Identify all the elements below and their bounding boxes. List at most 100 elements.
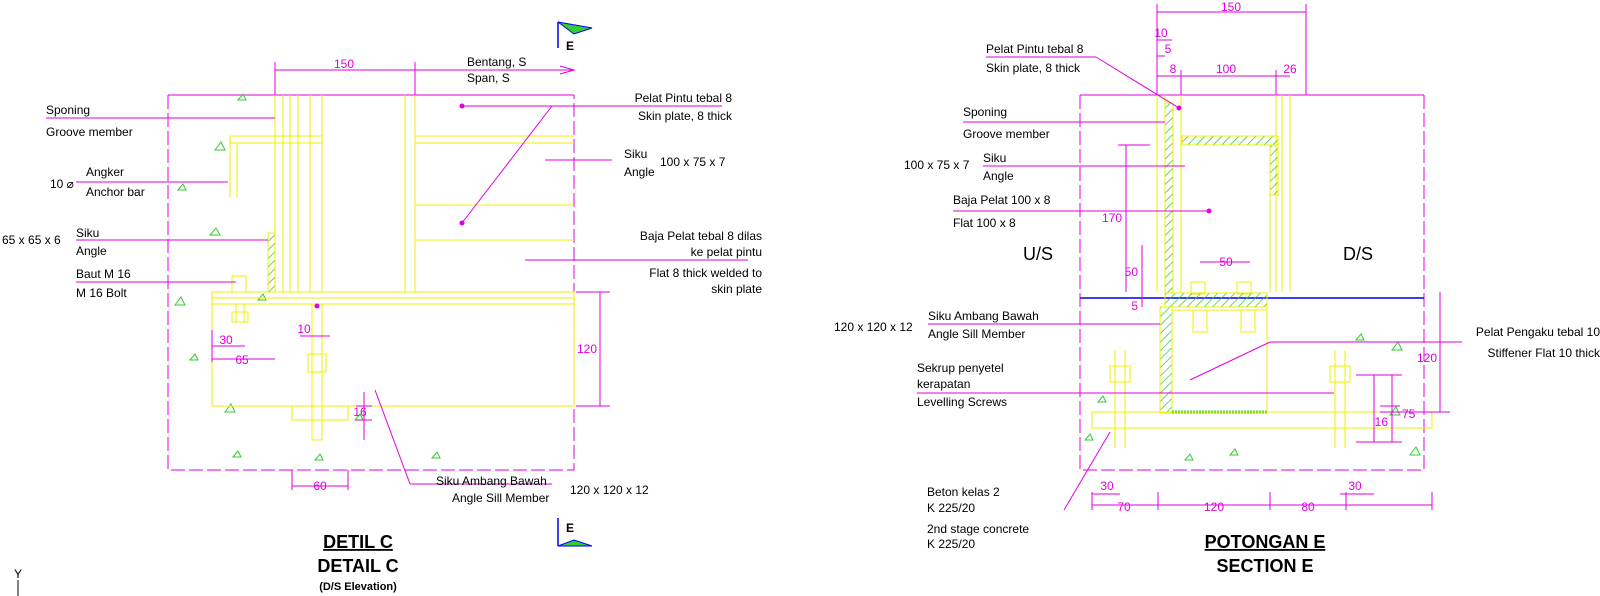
ucs-y-label: Y	[14, 567, 22, 581]
detail-c: 150 10 30 65 120 16 60 Bentang, S Span, …	[2, 55, 762, 593]
span-label-en: Span, S	[467, 71, 510, 85]
dim-70-e: 70	[1117, 500, 1131, 514]
concrete-aggregate	[174, 93, 441, 461]
sill-label-en-e: Angle Sill Member	[928, 327, 1025, 341]
section-marker-label-bottom: E	[566, 521, 574, 535]
flat-label-id1: Baja Pelat tebal 8 dilas	[640, 229, 762, 243]
upstream-label: U/S	[1023, 244, 1053, 264]
dimension-lines	[211, 62, 610, 490]
dim-16: 16	[353, 405, 367, 419]
dim-10: 10	[297, 322, 311, 336]
dim-150: 150	[334, 57, 354, 71]
stiffener-label-en: Stiffener Flat 10 thick	[1488, 346, 1600, 360]
section-e: 150 10 5 8 100 26 170 50 5 50 120 16 75 …	[834, 0, 1600, 576]
angle-label-id: Siku	[76, 226, 99, 240]
screw-label-id2: kerapatan	[917, 377, 970, 391]
section-marker-label-top: E	[566, 39, 574, 53]
flat-label-en2: skin plate	[711, 282, 762, 296]
dim-50v-e: 50	[1125, 265, 1139, 279]
sponing-label-en: Groove member	[46, 125, 133, 139]
dim-5v-e: 5	[1131, 299, 1138, 313]
dimension-lines-e	[1091, 4, 1450, 510]
dim-170-e: 170	[1102, 211, 1122, 225]
dim-8-e: 8	[1170, 62, 1177, 76]
sill-hatch	[1164, 292, 1268, 308]
flat-label-id-e: Baja Pelat 100 x 8	[953, 193, 1051, 207]
flat-label-id2: ke pelat pintu	[691, 245, 762, 259]
dim-50h-e: 50	[1219, 255, 1233, 269]
dim-30: 30	[219, 333, 233, 347]
dim-120b-e: 120	[1204, 500, 1224, 514]
sill-size: 120 x 120 x 12	[570, 483, 649, 497]
angle-label-en-e: Angle	[983, 169, 1014, 183]
bolt-label-id: Baut M 16	[76, 267, 131, 281]
detail-c-title-en: DETAIL C	[317, 556, 398, 576]
dim-120: 120	[577, 342, 597, 356]
anchor-label-id: Angker	[86, 165, 124, 179]
sill-leg-hatch	[1159, 306, 1173, 414]
m16-bolt	[231, 275, 327, 441]
dim-65: 65	[235, 353, 249, 367]
angle-leg-hatch	[1269, 144, 1279, 196]
siku2-size: 100 x 75 x 7	[660, 155, 726, 169]
angle-hatch	[1181, 135, 1279, 146]
dim-150-e: 150	[1221, 0, 1241, 14]
dim-30a-e: 30	[1100, 479, 1114, 493]
sill-label-en: Angle Sill Member	[452, 491, 549, 505]
dim-100-e: 100	[1216, 62, 1236, 76]
siku2-label-id: Siku	[624, 147, 647, 161]
anchor-label-en: Anchor bar	[86, 185, 145, 199]
anchor-qty: 10 ⌀	[50, 177, 74, 191]
dim-120v-e: 120	[1417, 351, 1437, 365]
dim-16-e: 16	[1375, 415, 1389, 429]
dim-26-e: 26	[1283, 62, 1297, 76]
angle-size: 65 x 65 x 6	[2, 233, 61, 247]
dim-75-e: 75	[1402, 407, 1416, 421]
dim-10-e: 10	[1154, 26, 1168, 40]
concrete-label-en1: 2nd stage concrete	[927, 522, 1029, 536]
section-e-title-id: POTONGAN E	[1205, 532, 1326, 552]
sill-angle	[211, 291, 575, 421]
dim-5-e: 5	[1165, 42, 1172, 56]
angle-65-weld	[267, 232, 276, 293]
siku2-label-en: Angle	[624, 165, 655, 179]
angle-size-e: 100 x 75 x 7	[904, 158, 970, 172]
angle-label-id-e: Siku	[983, 151, 1006, 165]
dim-60: 60	[313, 479, 327, 493]
skin-label-en-e: Skin plate, 8 thick	[986, 61, 1081, 75]
ucs-icon: Y	[14, 567, 22, 596]
concrete-aggregate-e	[1083, 333, 1421, 461]
detail-c-title-id: DETIL C	[323, 532, 393, 552]
bolt-label-en: M 16 Bolt	[76, 286, 127, 300]
sponing-label-id-e: Sponing	[963, 105, 1007, 119]
skin-label-en: Skin plate, 8 thick	[638, 109, 733, 123]
screw-label-en: Levelling Screws	[917, 395, 1007, 409]
section-marker-top: E	[557, 21, 593, 53]
detail-c-subtitle: (D/S Elevation)	[319, 581, 397, 593]
sponing-label-en-e: Groove member	[963, 127, 1050, 141]
skin-label-id: Pelat Pintu tebal 8	[635, 91, 733, 105]
dim-30b-e: 30	[1348, 479, 1362, 493]
concrete-boundary-e	[1079, 95, 1425, 471]
stiffener-label-id: Pelat Pengaku tebal 10	[1476, 325, 1600, 339]
concrete-label-id2: K 225/20	[927, 501, 975, 515]
sill-label-id-e: Siku Ambang Bawah	[928, 309, 1039, 323]
sill-label-id: Siku Ambang Bawah	[436, 474, 547, 488]
angle-label-en: Angle	[76, 244, 107, 258]
concrete-label-en2: K 225/20	[927, 537, 975, 551]
section-e-title-en: SECTION E	[1216, 556, 1313, 576]
sill-angle-e	[1091, 293, 1433, 448]
concrete-label-id1: Beton kelas 2	[927, 485, 1000, 499]
groove-hatch	[1164, 102, 1174, 294]
sponing-label-id: Sponing	[46, 103, 90, 117]
downstream-label: D/S	[1343, 244, 1373, 264]
flat-label-en1: Flat 8 thick welded to	[649, 266, 762, 280]
dim-80-e: 80	[1301, 500, 1315, 514]
screw-label-id1: Sekrup penyetel	[917, 361, 1004, 375]
sill-size-e: 120 x 120 x 12	[834, 320, 913, 334]
span-label-id: Bentang, S	[467, 55, 526, 69]
section-marker-bottom: E	[557, 518, 593, 547]
leader-lines	[46, 105, 748, 485]
flat-label-en-e: Flat 100 x 8	[953, 216, 1016, 230]
